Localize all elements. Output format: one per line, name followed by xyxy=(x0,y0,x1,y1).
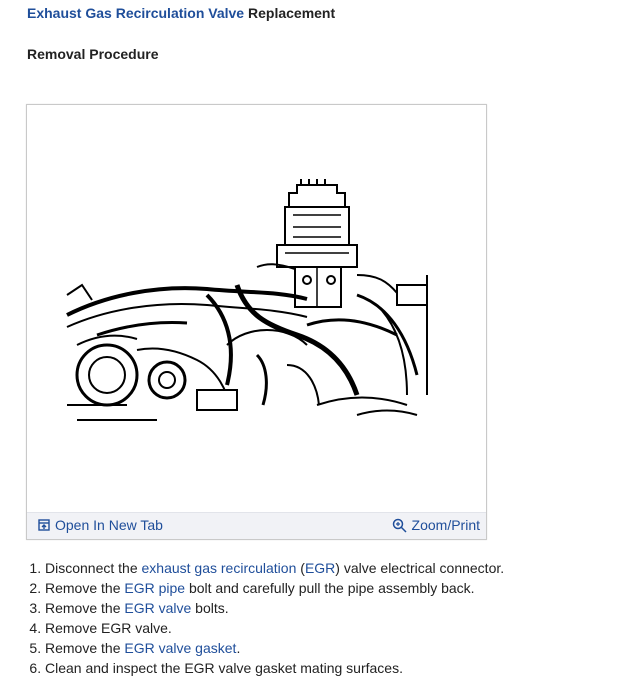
procedure-steps: Disconnect the exhaust gas recirculation… xyxy=(0,558,620,678)
list-item: Remove the EGR valve gasket. xyxy=(45,638,620,658)
step-text: Remove the xyxy=(45,580,125,596)
open-in-new-tab-link[interactable]: Open In New Tab xyxy=(38,517,163,533)
list-item: Disconnect the exhaust gas recirculation… xyxy=(45,558,620,578)
step-link[interactable]: EGR valve xyxy=(124,600,192,616)
zoom-magnifier-icon xyxy=(392,518,407,533)
step-text: . xyxy=(236,640,241,656)
step-text: bolt and carefully pull the pipe assembl… xyxy=(185,580,475,596)
open-in-new-tab-label: Open In New Tab xyxy=(55,517,163,533)
list-item: Remove EGR valve. xyxy=(45,618,620,638)
step-link[interactable]: EGR pipe xyxy=(124,580,186,596)
step-link[interactable]: exhaust gas recirculation xyxy=(141,560,297,576)
step-text: bolts. xyxy=(191,600,229,616)
figure-container: Open In New Tab Zoom/Print xyxy=(26,104,487,540)
step-link[interactable]: EGR xyxy=(304,560,336,576)
step-text: ) valve electrical connector. xyxy=(335,560,505,576)
egr-valve-illustration xyxy=(66,179,428,421)
list-item: Remove the EGR pipe bolt and carefully p… xyxy=(45,578,620,598)
step-text: ( xyxy=(296,560,305,576)
list-item: Clean and inspect the EGR valve gasket m… xyxy=(45,658,620,678)
step-text: Remove the xyxy=(45,640,125,656)
list-item: Remove the EGR valve bolts. xyxy=(45,598,620,618)
open-in-new-tab-icon xyxy=(38,519,50,531)
step-text: Disconnect the xyxy=(45,560,142,576)
section-heading: Removal Procedure xyxy=(27,46,159,62)
zoom-print-label: Zoom/Print xyxy=(411,517,480,533)
title-rest: Replacement xyxy=(244,5,336,21)
zoom-print-link[interactable]: Zoom/Print xyxy=(392,517,480,533)
step-link[interactable]: EGR valve gasket xyxy=(124,640,237,656)
figure-toolbar: Open In New Tab Zoom/Print xyxy=(27,512,486,539)
step-text: Remove the xyxy=(45,600,125,616)
title-link[interactable]: Exhaust Gas Recirculation Valve xyxy=(27,5,245,21)
step-text: Remove EGR valve. xyxy=(45,620,172,636)
step-text: Clean and inspect the EGR valve gasket m… xyxy=(45,660,403,676)
page-title: Exhaust Gas Recirculation Valve Replacem… xyxy=(27,5,335,21)
